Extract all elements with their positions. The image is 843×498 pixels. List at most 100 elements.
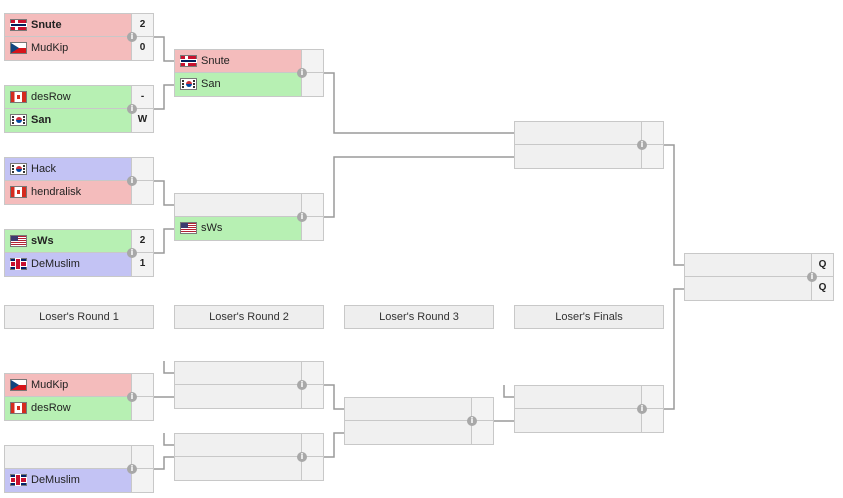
player-name bbox=[175, 457, 302, 480]
losers-final-match[interactable]: i bbox=[514, 385, 664, 433]
player-score bbox=[301, 194, 323, 216]
player-name: sWs bbox=[31, 235, 54, 247]
match-info-icon[interactable]: i bbox=[467, 416, 477, 426]
lower-r1-match-1[interactable]: MudKip desRow i bbox=[4, 373, 154, 421]
player-score bbox=[301, 362, 323, 384]
flag-icon bbox=[10, 474, 27, 486]
player-slot[interactable]: San bbox=[175, 73, 323, 96]
match-info-icon[interactable]: i bbox=[127, 464, 137, 474]
player-name: Snute bbox=[31, 19, 62, 31]
player-score: 0 bbox=[131, 37, 153, 60]
flag-icon bbox=[180, 55, 197, 67]
player-slot[interactable]: hendralisk bbox=[5, 181, 153, 204]
player-name: San bbox=[201, 78, 221, 90]
player-name bbox=[515, 122, 642, 144]
match-info-icon[interactable]: i bbox=[297, 380, 307, 390]
player-slot[interactable] bbox=[175, 457, 323, 480]
match-info-icon[interactable]: i bbox=[297, 212, 307, 222]
upper-r2-match-2[interactable]: sWs i bbox=[174, 193, 324, 241]
lower-r3-match-1[interactable]: i bbox=[344, 397, 494, 445]
player-score: 2 bbox=[131, 230, 153, 252]
player-slot[interactable]: DeMuslim bbox=[5, 469, 153, 492]
player-slot[interactable] bbox=[345, 421, 493, 444]
match-info-icon[interactable]: i bbox=[127, 176, 137, 186]
player-slot[interactable]: sWs 2 bbox=[5, 230, 153, 253]
player-slot[interactable]: desRow bbox=[5, 397, 153, 420]
player-slot[interactable]: Q bbox=[685, 254, 833, 277]
player-name: desRow bbox=[31, 402, 71, 414]
lower-r1-match-2[interactable]: DeMuslim i bbox=[4, 445, 154, 493]
match-info-icon[interactable]: i bbox=[127, 392, 137, 402]
player-slot[interactable] bbox=[515, 386, 663, 409]
player-name bbox=[345, 398, 472, 420]
player-name: Hack bbox=[31, 163, 57, 175]
player-slot[interactable] bbox=[345, 398, 493, 421]
player-slot[interactable]: Snute 2 bbox=[5, 14, 153, 37]
match-info-icon[interactable]: i bbox=[807, 272, 817, 282]
player-score bbox=[641, 145, 663, 168]
match-info-icon[interactable]: i bbox=[127, 104, 137, 114]
match-info-icon[interactable]: i bbox=[637, 404, 647, 414]
player-slot[interactable]: MudKip bbox=[5, 374, 153, 397]
match-info-icon[interactable]: i bbox=[637, 140, 647, 150]
player-slot[interactable] bbox=[175, 362, 323, 385]
round-label-losers-finals: Loser's Finals bbox=[514, 305, 664, 329]
match-info-icon[interactable]: i bbox=[297, 68, 307, 78]
round-label-losers-r2: Loser's Round 2 bbox=[174, 305, 324, 329]
player-slot[interactable] bbox=[515, 122, 663, 145]
player-name bbox=[175, 434, 302, 456]
flag-icon bbox=[10, 91, 27, 103]
player-score bbox=[641, 122, 663, 144]
flag-icon bbox=[180, 222, 197, 234]
player-slot[interactable] bbox=[175, 194, 323, 217]
flag-icon bbox=[10, 402, 27, 414]
player-score: 2 bbox=[131, 14, 153, 36]
player-name bbox=[515, 409, 642, 432]
flag-icon bbox=[10, 379, 27, 391]
player-slot[interactable] bbox=[175, 434, 323, 457]
player-name bbox=[345, 421, 472, 444]
player-slot[interactable]: Q bbox=[685, 277, 833, 300]
player-slot[interactable] bbox=[515, 409, 663, 432]
player-slot[interactable] bbox=[515, 145, 663, 168]
player-name: sWs bbox=[201, 222, 223, 234]
player-slot[interactable]: Hack bbox=[5, 158, 153, 181]
lower-r2-match-2[interactable]: i bbox=[174, 433, 324, 481]
match-info-icon[interactable]: i bbox=[127, 32, 137, 42]
player-slot[interactable] bbox=[175, 385, 323, 408]
player-slot[interactable]: sWs bbox=[175, 217, 323, 240]
player-name: MudKip bbox=[31, 379, 69, 391]
flag-icon bbox=[10, 42, 27, 54]
round-label-losers-r1: Loser's Round 1 bbox=[4, 305, 154, 329]
player-name: DeMuslim bbox=[31, 258, 80, 270]
match-info-icon[interactable]: i bbox=[297, 452, 307, 462]
player-slot[interactable]: desRow- bbox=[5, 86, 153, 109]
lower-r2-match-1[interactable]: i bbox=[174, 361, 324, 409]
player-name: desRow bbox=[31, 91, 71, 103]
player-score bbox=[301, 457, 323, 480]
player-score bbox=[131, 374, 153, 396]
upper-r3-match-1[interactable]: i bbox=[514, 121, 664, 169]
player-slot[interactable]: Snute bbox=[175, 50, 323, 73]
player-score bbox=[131, 397, 153, 420]
flag-icon bbox=[10, 163, 27, 175]
flag-icon bbox=[10, 114, 27, 126]
player-name: DeMuslim bbox=[31, 474, 80, 486]
player-score bbox=[301, 73, 323, 96]
player-score bbox=[641, 409, 663, 432]
player-score bbox=[301, 434, 323, 456]
player-score bbox=[301, 385, 323, 408]
flag-icon bbox=[180, 78, 197, 90]
flag-icon bbox=[10, 258, 27, 270]
player-slot[interactable] bbox=[5, 446, 153, 469]
match-info-icon[interactable]: i bbox=[127, 248, 137, 258]
